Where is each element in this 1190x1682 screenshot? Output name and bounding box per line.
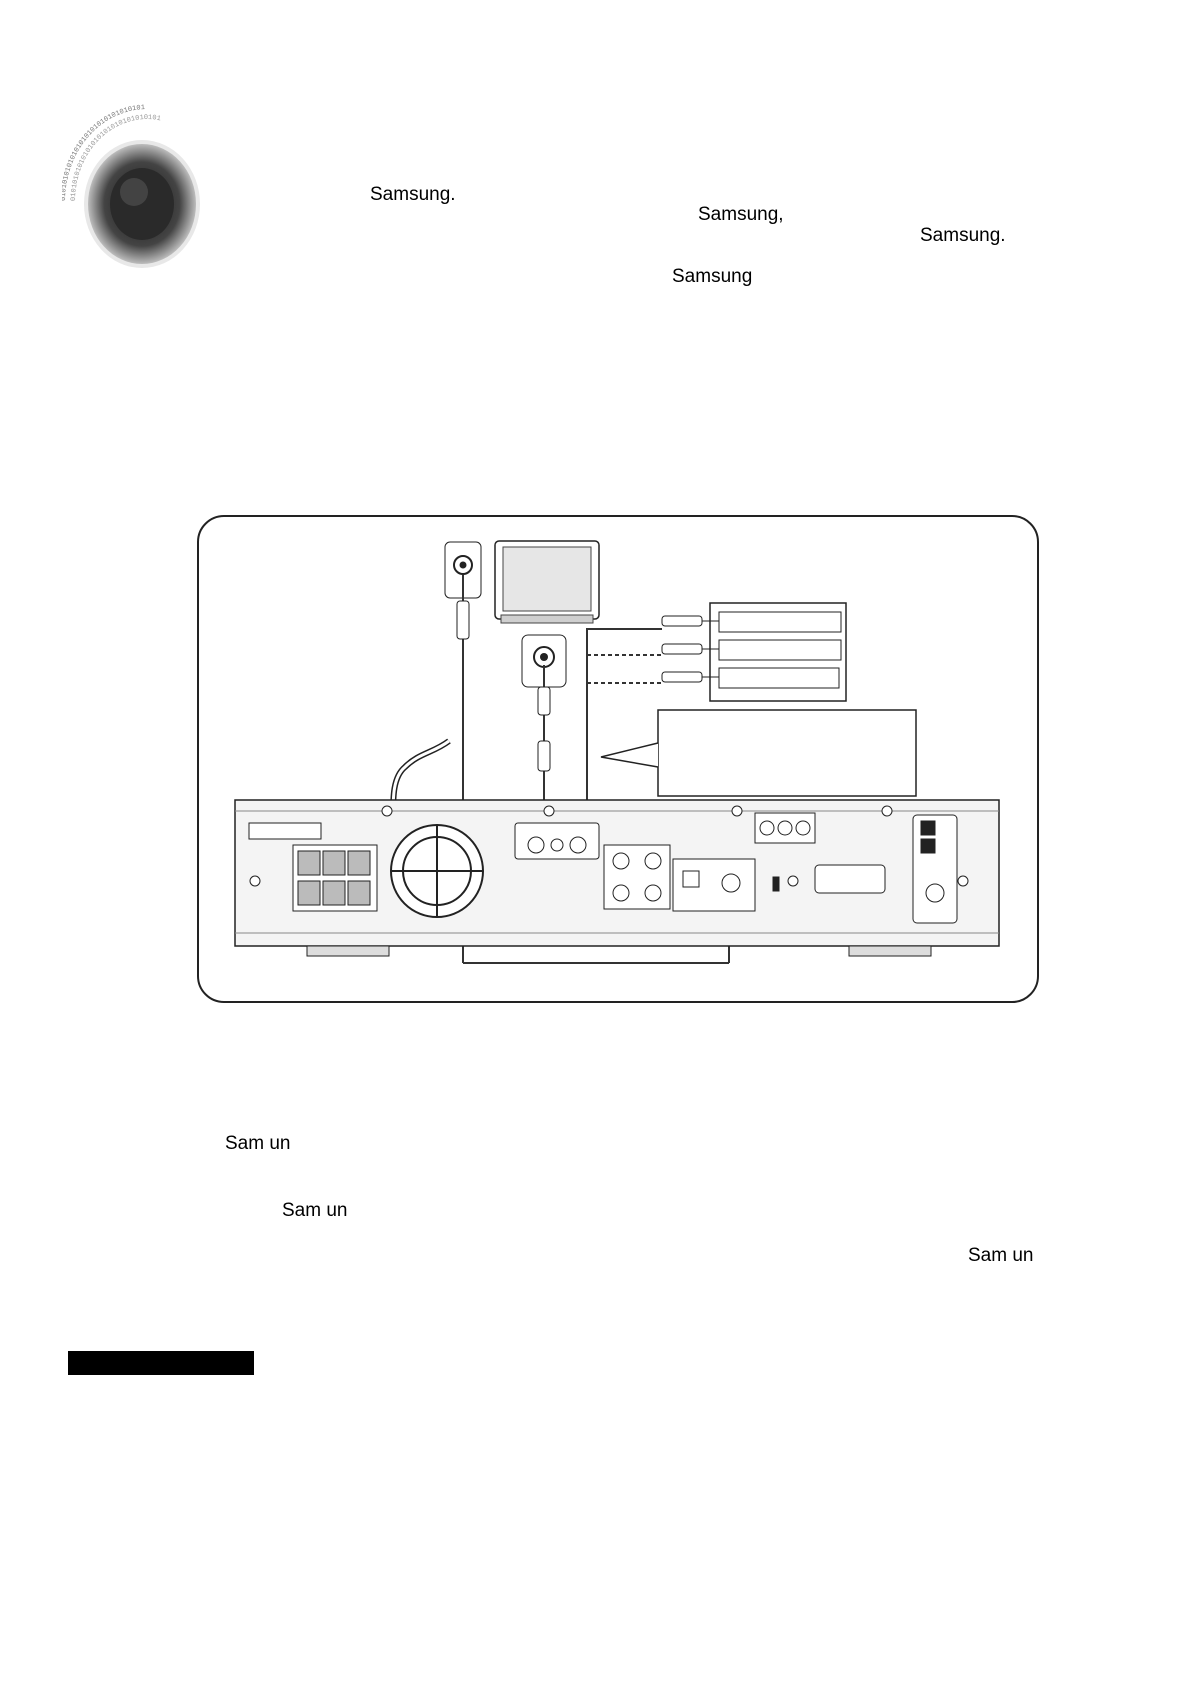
body-line-1: Sam un [225, 1133, 291, 1154]
speaker-terminals [292, 844, 378, 912]
header-line-3: Samsung. [920, 225, 1006, 246]
component-out-ports [754, 812, 816, 844]
fan-grille [390, 824, 484, 918]
header-line-4: Samsung [672, 266, 753, 287]
io-ports [603, 844, 756, 912]
tv-icon [494, 540, 600, 624]
anynet-ports [514, 822, 600, 860]
av-out-port [772, 864, 886, 894]
connection-diagram [197, 515, 1039, 1003]
rca-plugs [661, 615, 719, 683]
header-line-2: Samsung, [698, 204, 784, 225]
body-line-2: Sam un [282, 1200, 348, 1221]
antenna-ports [912, 814, 958, 924]
receiver-back-panel [234, 799, 1000, 957]
header-line-1: Samsung. [370, 184, 456, 205]
diagram-svg [197, 515, 1039, 1003]
callout-box [600, 709, 917, 797]
body-line-3: Sam un [968, 1245, 1034, 1266]
component-device [709, 602, 847, 702]
section-heading-bar [68, 1351, 254, 1375]
